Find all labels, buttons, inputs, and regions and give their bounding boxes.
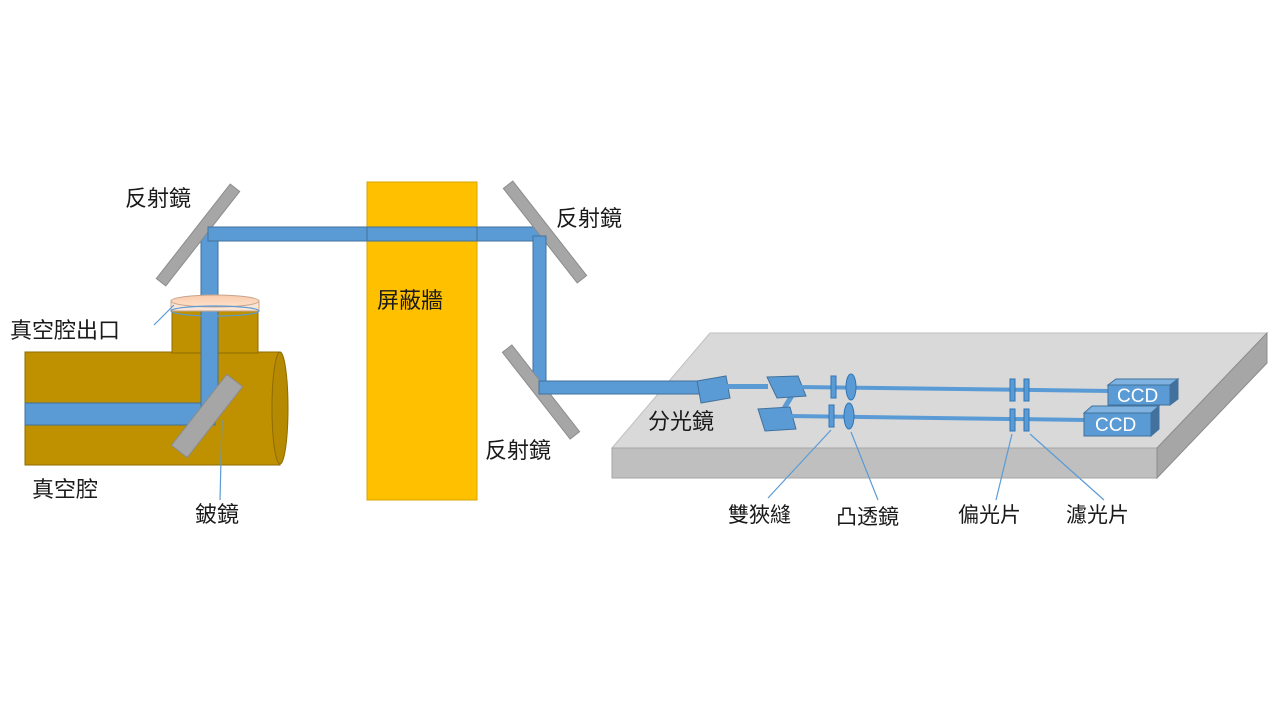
label-coated-mirror: 鈹鏡	[195, 503, 239, 528]
beam-splitter	[696, 375, 731, 404]
polarizer-lower	[1009, 408, 1016, 432]
table-side	[1156, 331, 1268, 480]
label-chamber: 真空腔	[32, 478, 98, 503]
label-convex-lens: 凸透鏡	[836, 505, 899, 529]
chamber-end-cap	[271, 351, 289, 465]
beam-upper-branch	[726, 384, 768, 389]
table-front	[611, 447, 1158, 479]
filter-upper	[1023, 378, 1030, 402]
beam-upper-line	[798, 385, 1110, 393]
beam-to-splitter	[538, 380, 703, 395]
beam-diagonal	[782, 397, 794, 407]
ccd-top-label: CCD	[1117, 386, 1158, 407]
label-shield-wall: 屏蔽牆	[377, 289, 443, 314]
double-slit-lower	[828, 404, 835, 428]
label-filter: 濾光片	[1066, 503, 1129, 527]
convex-lens-lower	[843, 402, 855, 430]
beam-in-chamber	[24, 402, 216, 426]
label-chamber-exit: 真空腔出口	[10, 319, 120, 344]
label-polarizer: 偏光片	[958, 503, 1021, 527]
coated-mirror	[170, 373, 244, 459]
leader-coated-mirror	[219, 419, 223, 501]
beam-vertical-right	[532, 235, 547, 387]
leader-double-slit	[767, 429, 832, 499]
convex-lens-upper	[845, 373, 857, 401]
ccd-top: CCD	[1106, 378, 1180, 407]
double-slit-upper	[830, 375, 837, 399]
label-mirror-top-left: 反射鏡	[125, 187, 191, 212]
leader-chamber-exit	[153, 304, 175, 326]
chamber-exit-window	[170, 294, 260, 317]
leader-filter	[1029, 433, 1105, 501]
deflector-upper	[766, 375, 807, 399]
ccd-bottom: CCD	[1082, 404, 1161, 438]
polarizer-upper	[1009, 378, 1016, 402]
label-beam-splitter: 分光鏡	[648, 410, 714, 435]
leader-polarizer	[995, 433, 1013, 501]
beam-vertical-left	[200, 227, 219, 412]
mirror-top-left	[155, 183, 241, 287]
ccd-bottom-label: CCD	[1095, 415, 1136, 436]
filter-lower	[1023, 408, 1030, 432]
leader-convex-lens	[850, 431, 879, 501]
label-mirror-bottom: 反射鏡	[485, 439, 551, 464]
beam-over-wall	[366, 226, 478, 242]
label-mirror-top-right: 反射鏡	[556, 207, 622, 232]
label-double-slit: 雙狹縫	[728, 503, 791, 527]
deflector-lower	[757, 406, 797, 432]
